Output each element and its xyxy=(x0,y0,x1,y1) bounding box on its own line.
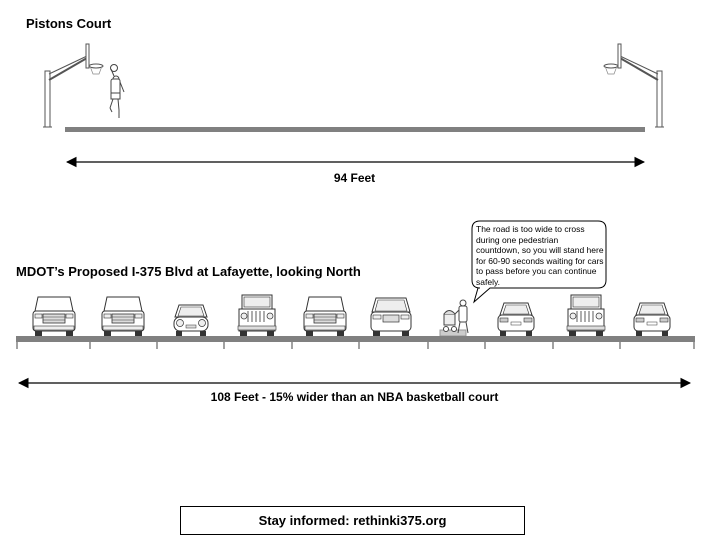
road-surface xyxy=(16,336,695,342)
vehicle-pickup-truck xyxy=(303,296,347,337)
road-title: MDOT’s Proposed I-375 Blvd at Lafayette,… xyxy=(16,264,361,279)
court xyxy=(43,43,664,132)
cta-box: Stay informed: rethinki375.org xyxy=(180,506,525,535)
cta-text: Stay informed: rethinki375.org xyxy=(258,513,447,528)
vehicle-sedan xyxy=(497,302,535,337)
road-dimension-label: 108 Feet - 15% wider than an NBA basketb… xyxy=(210,390,499,404)
road xyxy=(16,294,695,349)
left-basketball-hoop xyxy=(43,43,104,128)
right-basketball-hoop xyxy=(603,43,664,128)
vehicle-jeep xyxy=(237,294,277,337)
basketball-player xyxy=(109,64,125,118)
vehicle-sedan xyxy=(633,302,671,337)
vehicle-jeep xyxy=(566,294,606,337)
court-dimension-label: 94 Feet xyxy=(333,171,376,185)
court-floor xyxy=(65,127,645,132)
vehicle-pickup-truck xyxy=(101,296,145,337)
court-title: Pistons Court xyxy=(26,16,112,31)
vehicle-compact-car xyxy=(173,304,209,337)
vehicle-pickup-truck xyxy=(32,296,76,337)
speech-bubble xyxy=(471,220,607,304)
vehicle-suv xyxy=(370,297,412,337)
lane-dividers xyxy=(16,342,695,349)
pedestrian-with-stroller xyxy=(439,299,469,337)
pedestrian-note: The road is too wide to cross during one… xyxy=(476,224,604,287)
